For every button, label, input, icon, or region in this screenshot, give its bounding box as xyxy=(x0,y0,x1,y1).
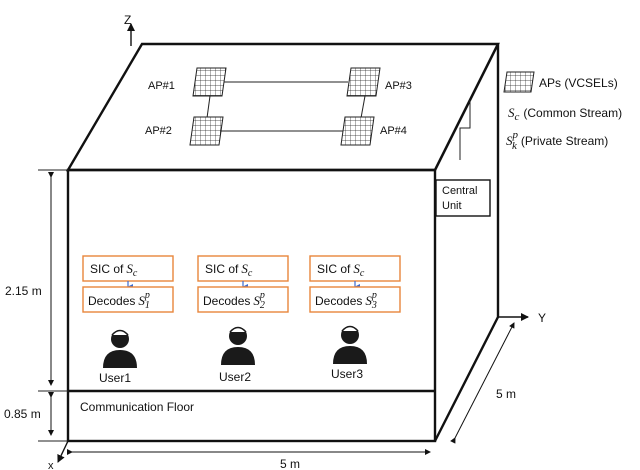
central-unit: Central Unit xyxy=(435,100,491,217)
z-axis-label: Z xyxy=(124,13,131,27)
ap-4-icon xyxy=(340,116,375,146)
ap-4-label: AP#4 xyxy=(380,125,407,137)
floor-label: Communication Floor xyxy=(80,400,194,414)
user-3-sic-box xyxy=(309,255,401,282)
width-label: 5 m xyxy=(280,457,300,470)
user-2-icon xyxy=(221,326,255,365)
user-1-label: User1 xyxy=(99,371,131,385)
legend-ap-text: APs (VCSELs) xyxy=(539,76,618,90)
ap-3-label: AP#3 xyxy=(385,80,412,92)
height-upper-label: 2.15 m xyxy=(5,284,42,298)
z-axis: Z xyxy=(124,13,135,46)
user-3-label: User3 xyxy=(331,367,363,381)
user-2-sic-box xyxy=(197,255,289,282)
user-2-label: User2 xyxy=(219,370,251,384)
user-1-decode-box xyxy=(82,286,174,313)
ap-2-label: AP#2 xyxy=(145,125,172,137)
x-axis: x xyxy=(48,440,69,470)
legend-common: Sc(Common Stream) xyxy=(508,105,622,123)
user-3-icon xyxy=(333,325,367,364)
legend-ap-icon xyxy=(503,71,535,93)
width-dimension: 5 m xyxy=(67,449,431,470)
x-axis-label: x xyxy=(48,460,54,470)
ap-3-icon xyxy=(346,67,381,97)
depth-label: 5 m xyxy=(496,387,516,401)
depth-dimension: 5 m xyxy=(450,322,516,444)
ap-1-label: AP#1 xyxy=(148,80,175,92)
user-2-decode-box xyxy=(197,286,289,313)
height-dimension: 2.15 m 0.85 m xyxy=(4,169,68,442)
ap-network: AP#1 AP#3 AP#2 AP#4 xyxy=(145,67,412,146)
ap-1-icon xyxy=(192,67,227,97)
room-box xyxy=(65,42,500,443)
y-axis: Y xyxy=(498,311,546,325)
user-3-decode-box xyxy=(309,286,401,313)
central-unit-line2: Unit xyxy=(442,200,462,212)
ap-2-icon xyxy=(189,116,224,146)
central-unit-line1: Central xyxy=(442,185,477,197)
user-1-sic-box xyxy=(82,255,174,282)
user-1-icon xyxy=(103,329,137,368)
y-axis-label: Y xyxy=(538,311,546,325)
height-lower-label: 0.85 m xyxy=(4,407,41,421)
